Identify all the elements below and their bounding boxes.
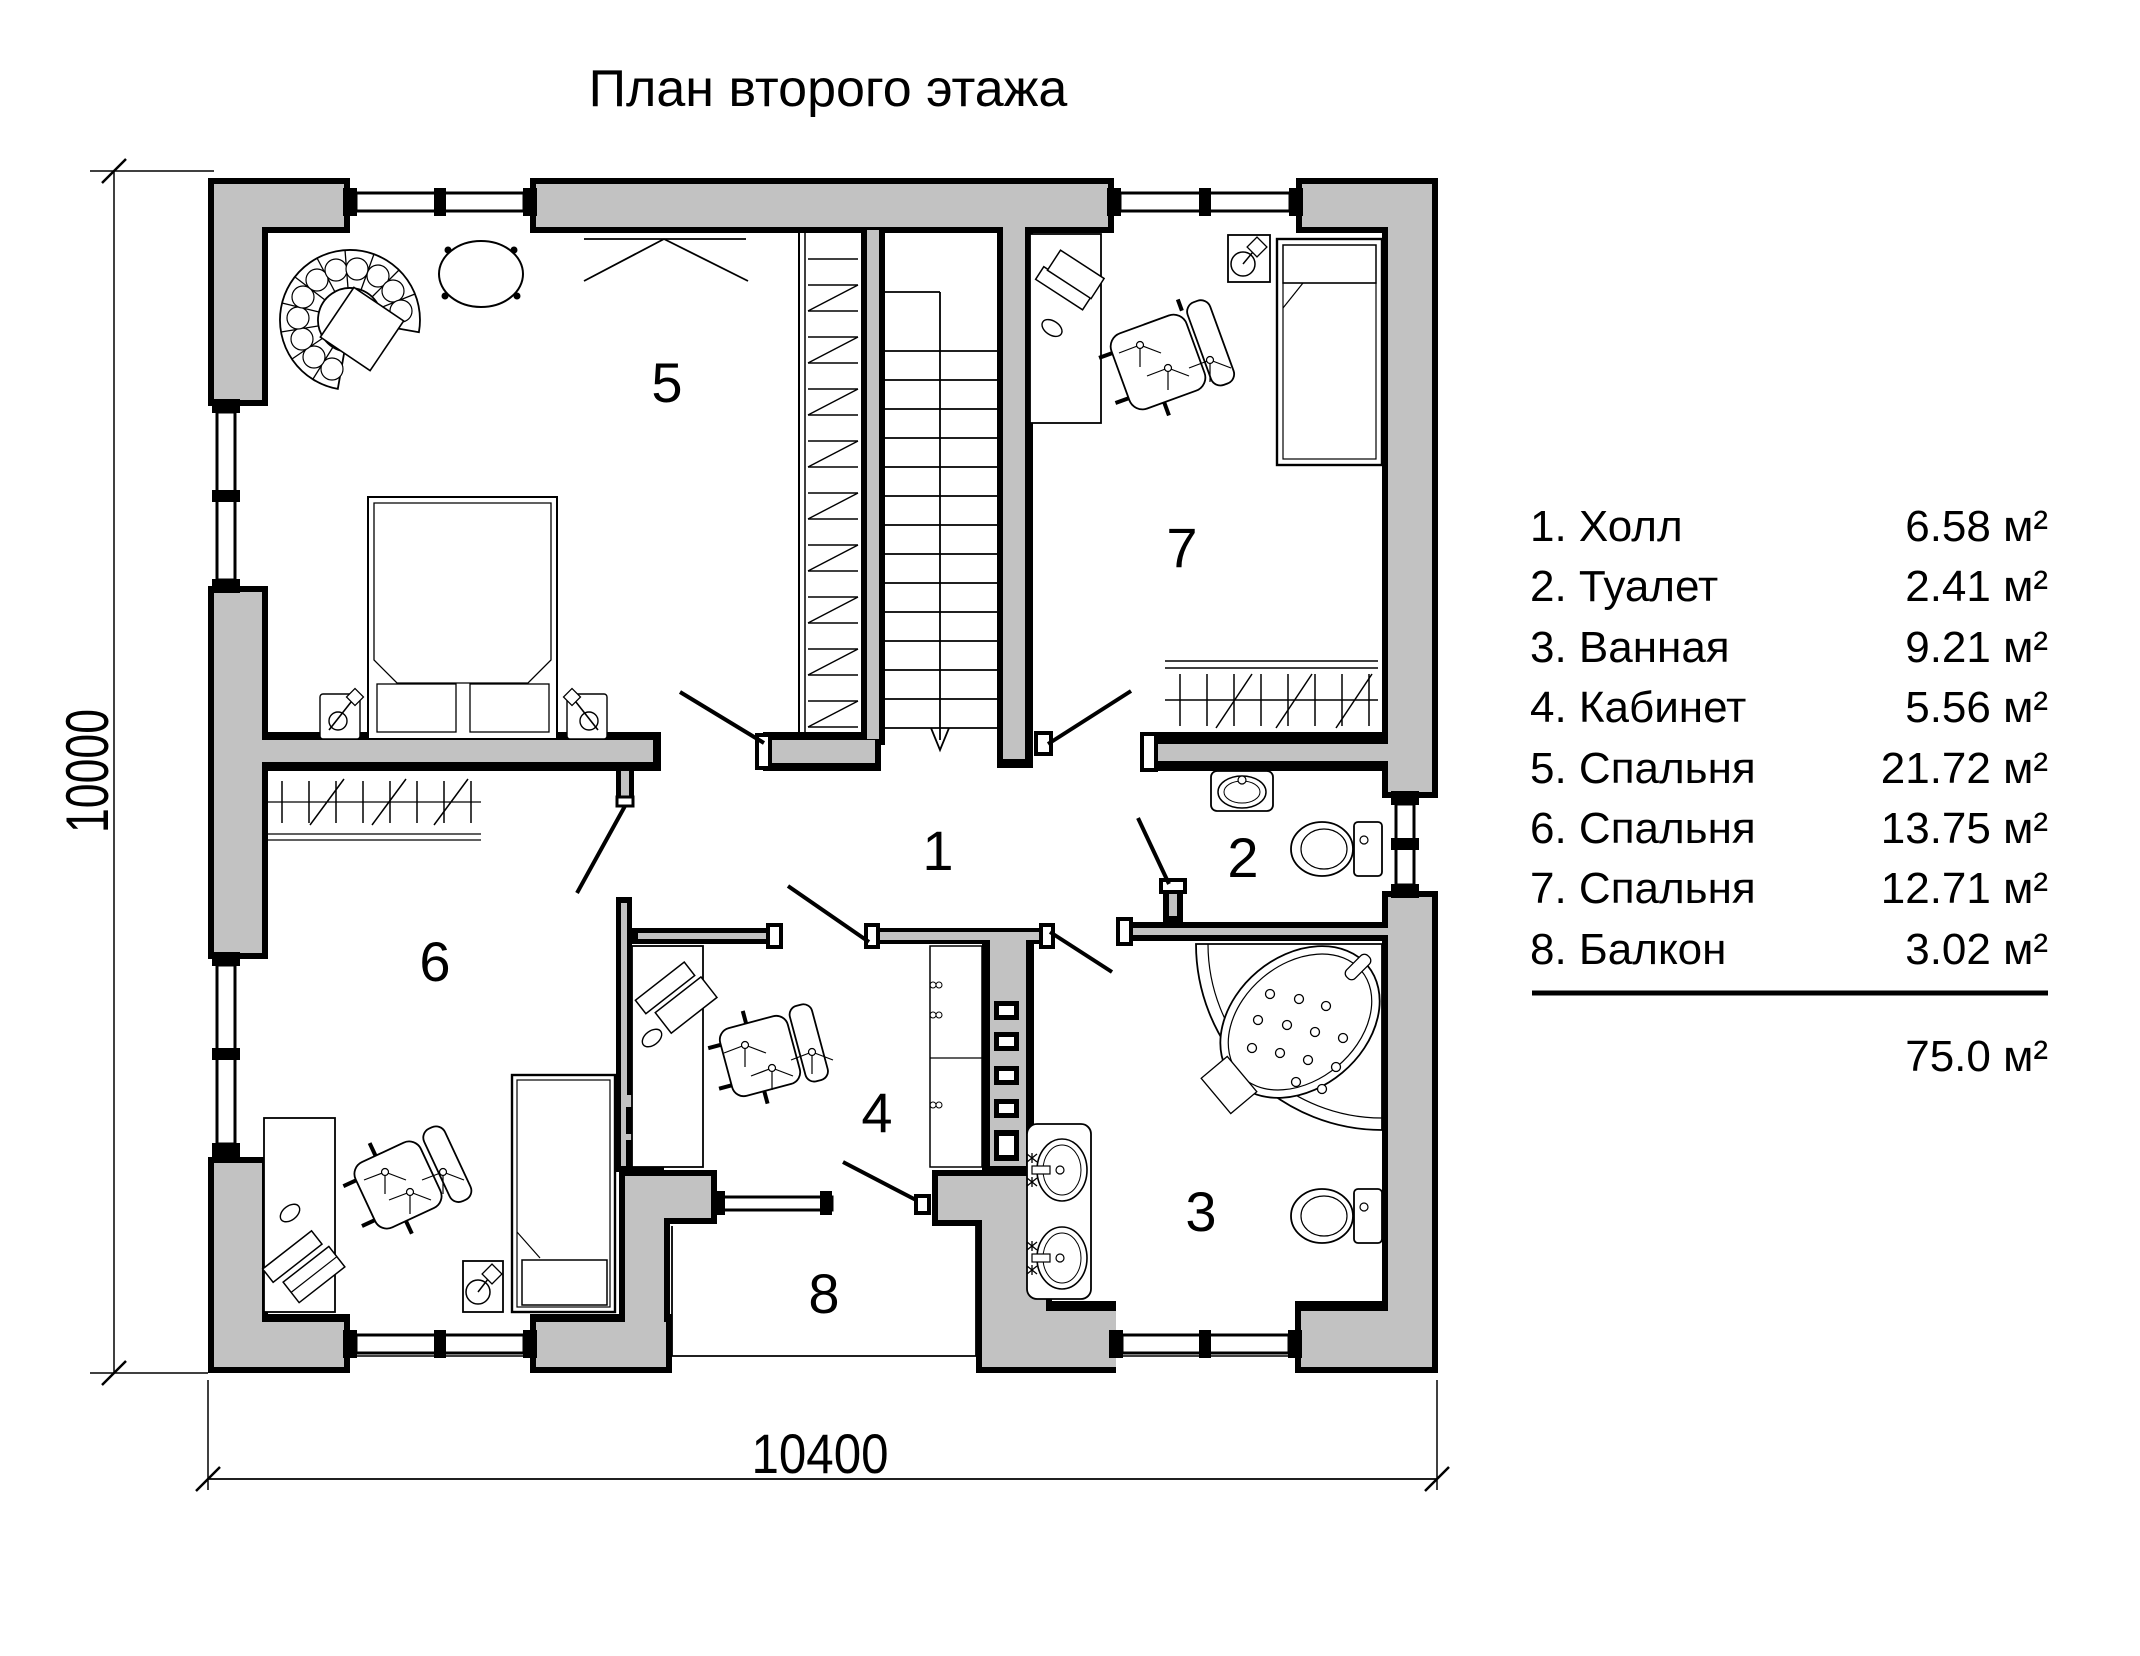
- svg-text:7. Спальня: 7. Спальня: [1530, 864, 1756, 913]
- svg-text:3.02 м²: 3.02 м²: [1905, 925, 2048, 974]
- svg-text:4: 4: [861, 1081, 892, 1144]
- svg-text:7: 7: [1166, 516, 1197, 579]
- svg-text:10400: 10400: [752, 1422, 889, 1485]
- svg-text:3: 3: [1185, 1180, 1216, 1243]
- svg-text:6: 6: [419, 930, 450, 993]
- svg-text:2. Туалет: 2. Туалет: [1530, 562, 1718, 611]
- svg-text:2: 2: [1227, 826, 1258, 889]
- svg-text:8. Балкон: 8. Балкон: [1530, 925, 1726, 974]
- svg-text:1: 1: [922, 819, 953, 882]
- svg-text:12.71 м²: 12.71 м²: [1881, 864, 2048, 913]
- svg-text:3. Ванная: 3. Ванная: [1530, 623, 1730, 672]
- svg-text:4. Кабинет: 4. Кабинет: [1530, 683, 1746, 732]
- svg-text:1. Холл: 1. Холл: [1530, 502, 1683, 551]
- svg-text:5: 5: [651, 351, 682, 414]
- svg-text:9.21 м²: 9.21 м²: [1905, 623, 2048, 672]
- svg-text:6. Спальня: 6. Спальня: [1530, 804, 1756, 853]
- svg-text:2.41 м²: 2.41 м²: [1905, 562, 2048, 611]
- svg-text:21.72 м²: 21.72 м²: [1881, 744, 2048, 793]
- svg-text:8: 8: [808, 1262, 839, 1325]
- svg-text:13.75 м²: 13.75 м²: [1881, 804, 2048, 853]
- svg-text:75.0 м²: 75.0 м²: [1905, 1032, 2048, 1081]
- svg-text:10000: 10000: [54, 709, 121, 833]
- svg-text:5. Спальня: 5. Спальня: [1530, 744, 1756, 793]
- svg-text:План второго этажа: План второго этажа: [589, 60, 1068, 118]
- svg-text:5.56 м²: 5.56 м²: [1905, 683, 2048, 732]
- svg-text:6.58 м²: 6.58 м²: [1905, 502, 2048, 551]
